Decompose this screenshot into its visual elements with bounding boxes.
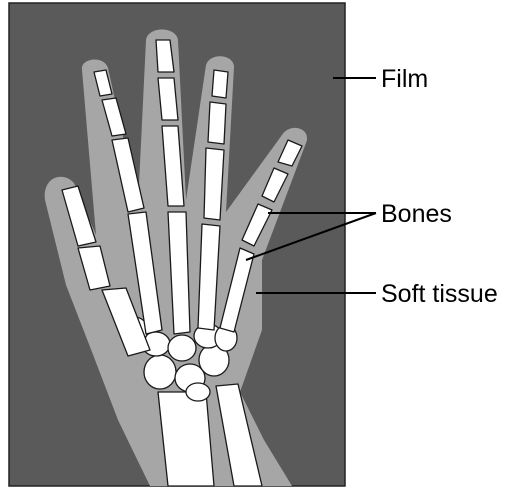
film-label: Film [381, 65, 428, 93]
soft-tissue-label: Soft tissue [381, 280, 498, 308]
bones-label: Bones [381, 200, 452, 228]
radius-bone [158, 392, 214, 486]
